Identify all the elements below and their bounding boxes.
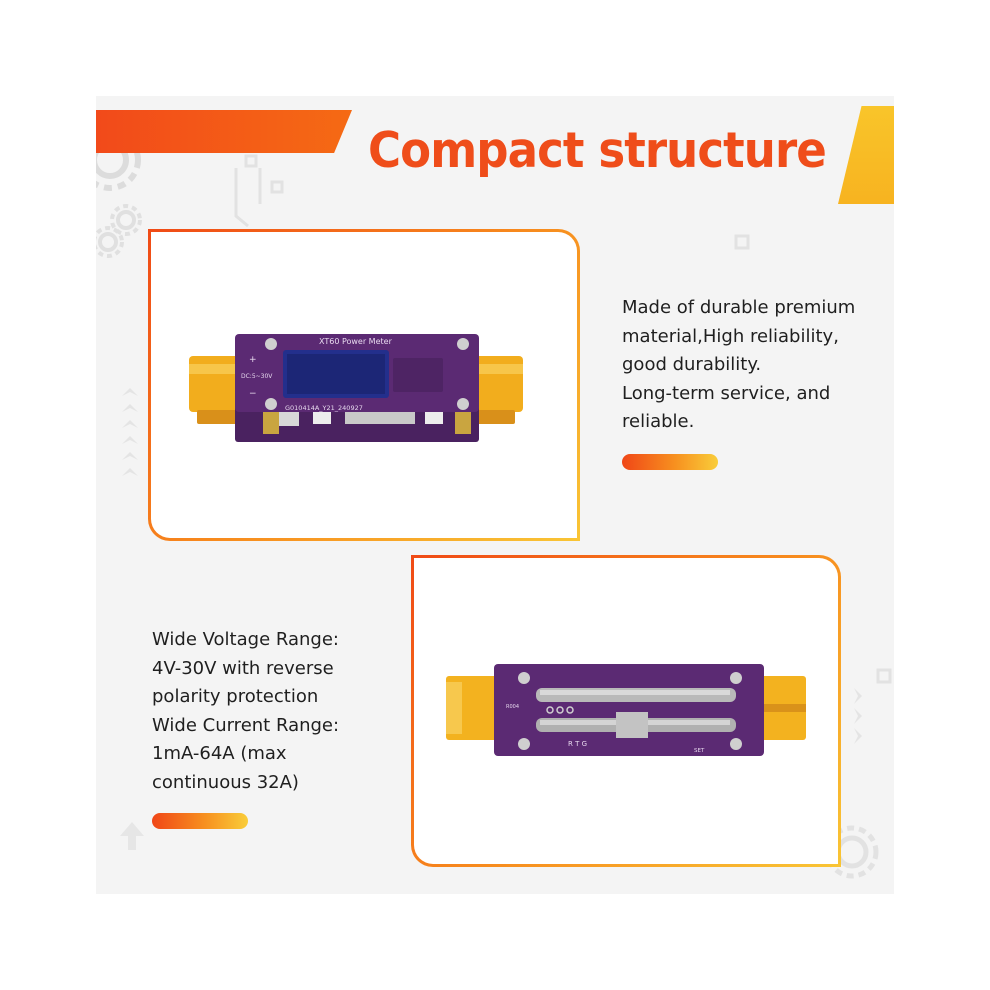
- feature-line: continuous 32A): [152, 771, 299, 793]
- screw-icon: [518, 672, 530, 684]
- feature-line: Wide Voltage Range:: [152, 629, 339, 650]
- screw-icon: [265, 338, 277, 350]
- circuit-lines: [234, 154, 892, 684]
- screw-icon: [730, 738, 742, 750]
- feature-line: 4V-30V with reverse: [152, 657, 334, 679]
- feature-line: good durability.: [622, 354, 762, 375]
- shunt-resistor: [616, 712, 648, 738]
- screw-icon: [518, 738, 530, 750]
- bottom-pcb: [494, 664, 764, 756]
- accent-pill: [152, 813, 248, 829]
- feature-line: reliable.: [622, 411, 695, 432]
- screw-icon: [730, 672, 742, 684]
- serial-number: G010414A_Y21_240927: [285, 404, 363, 412]
- xt60-connector-left: [189, 356, 243, 424]
- chevron-icon: [122, 388, 862, 744]
- feature-description-range: Wide Voltage Range: 4V-30V with reverse …: [152, 626, 392, 797]
- pin-labels: R T G: [568, 740, 587, 748]
- screw-icon: [457, 398, 469, 410]
- power-meter-bottom-view: R T G SET R004: [440, 648, 810, 768]
- screw-icon: [457, 338, 469, 350]
- set-label: SET: [694, 748, 705, 754]
- arrow-up-icon: [120, 822, 144, 850]
- red-accent-band: [96, 110, 352, 153]
- feature-line: material,High reliability,: [622, 325, 839, 347]
- background-decoration: [96, 129, 892, 879]
- accent-pill: [622, 454, 718, 470]
- power-meter-top-view: XT60 Power Meter + − DC:5~30V G010414A_Y…: [179, 320, 539, 450]
- shunt-label: R004: [506, 704, 519, 710]
- gear-icon: [96, 204, 142, 258]
- plus-sign: +: [249, 355, 257, 365]
- xt60-connector-right: [752, 676, 806, 740]
- product-frame-bottom: R T G SET R004: [411, 555, 841, 867]
- xt60-connector-right: [471, 356, 523, 424]
- product-frame-top: XT60 Power Meter + − DC:5~30V G010414A_Y…: [148, 229, 580, 541]
- voltage-label: DC:5~30V: [241, 373, 273, 380]
- feature-description-durability: Made of durable premium material,High re…: [622, 294, 882, 437]
- minus-sign: −: [249, 389, 257, 399]
- screw-icon: [265, 398, 277, 410]
- xt60-connector-left: [446, 676, 500, 740]
- feature-line: Long-term service, and: [622, 382, 831, 404]
- board-label: XT60 Power Meter: [319, 337, 393, 346]
- feature-line: Made of durable premium: [622, 297, 856, 318]
- product-banner: Compact structure: [96, 96, 894, 894]
- feature-line: polarity protection: [152, 686, 319, 707]
- page-title: Compact structure: [368, 122, 827, 179]
- feature-line: 1mA-64A (max: [152, 743, 287, 764]
- feature-line: Wide Current Range:: [152, 714, 340, 736]
